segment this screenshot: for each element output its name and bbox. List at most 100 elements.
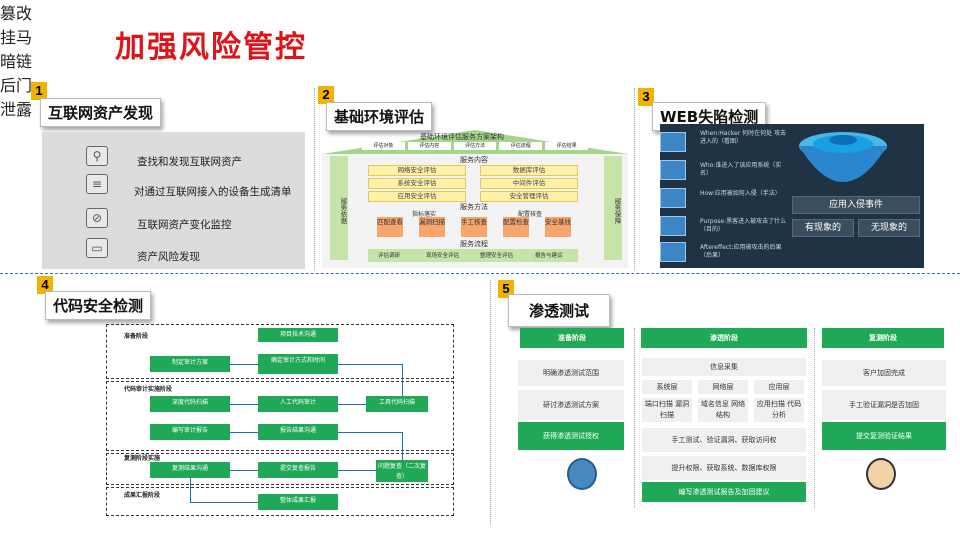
list-text: Who:谁进入了该应用系统（实名） [700, 162, 782, 177]
alert-icon: ▭ [86, 238, 108, 258]
process-step: 现场安全评估 [426, 253, 460, 259]
method-item: 漏洞扫描 [419, 217, 445, 237]
divider [314, 88, 315, 270]
asset-discovery-panel: ⚲ 查找和发现互联网资产 ≡ 对通过互联网接入的设备生成清单 ⊘ 互联网资产变化… [42, 132, 305, 269]
retest-step: 客户加固完成 [822, 360, 946, 386]
tester-avatar-icon [567, 458, 597, 490]
section-title: 基础环境评估 [326, 102, 433, 131]
flow-arrow [338, 470, 376, 471]
pen-item: 域名信息 网络结构 [698, 398, 748, 422]
flow-step: 整体成果汇报 [258, 494, 338, 510]
group-title: 服务内容 [460, 156, 488, 164]
symptom-box: 后门 [0, 76, 33, 95]
stage-frame [106, 324, 454, 379]
method-item: 配置检查 [503, 217, 529, 237]
flow-arrow [190, 502, 258, 503]
process-bar [368, 249, 578, 262]
list-text: Aftereffect:应用被攻击的后果（后果） [700, 244, 782, 259]
pen-step: 提升权限、获取系统、数据库权限 [642, 456, 806, 480]
pen-step: 手工测试、验证漏洞、获取访问权 [642, 428, 806, 452]
method-item: 安全基线 [545, 217, 571, 237]
feature-text: 对通过互联网接入的设备生成清单 [134, 186, 292, 198]
symptom-box: 挂马 [0, 28, 33, 47]
list-marker [660, 216, 686, 236]
retest-step: 手工验证漏洞是否加固 [822, 390, 946, 420]
intrusion-event-box: 应用入侵事件 [792, 196, 920, 214]
roof-tab: 评估方法 [453, 142, 497, 150]
flow-step: 问题复查（二次复查） [376, 460, 428, 482]
roof-tab: 评估内容 [407, 142, 451, 150]
tester-avatar-icon [866, 458, 896, 490]
stage-label: 复测阶段实施 [124, 455, 161, 462]
content-item: 安全管理评估 [480, 191, 578, 202]
method-item: 匹配查看 [377, 217, 403, 237]
list-icon: ≡ [86, 174, 108, 194]
visible-box: 有现象的 [792, 219, 854, 237]
roof-tabs: 评估对象 评估内容 评估方法 评估流程 评估结果 [362, 142, 588, 150]
code-audit-flow: 准备阶段 代码审计实施阶段 复测阶段实施 成果汇报阶段 项目技术沟通 制定审计方… [106, 324, 454, 516]
section-title: 渗透测试 [508, 294, 611, 327]
sub-title: 配置核查 [518, 211, 543, 218]
pen-item: 端口扫描 漏洞扫描 [642, 398, 692, 422]
roof-tab: 评估对象 [362, 142, 405, 150]
list-text: How:应用被如何入侵（手法） [700, 190, 781, 197]
feature-text: 查找和发现互联网资产 [137, 156, 242, 168]
flow-step: 工具代码扫描 [366, 396, 428, 412]
flow-arrow [230, 470, 258, 471]
feature-text: 互联网资产变化监控 [137, 219, 232, 231]
search-icon: ⚲ [86, 146, 108, 166]
stage-frame [106, 453, 454, 485]
flow-step: 提交复查报告 [258, 462, 338, 478]
pen-step: 信息采集 [642, 358, 806, 376]
stage-label: 代码审计实施阶段 [124, 386, 173, 393]
group-title: 服务方法 [460, 203, 488, 211]
flow-arrow [230, 432, 258, 433]
prep-step: 明确渗透测试范围 [518, 360, 624, 386]
list-marker [660, 160, 686, 180]
content-item: 应用安全评估 [368, 191, 466, 202]
stage-label: 成果汇报阶段 [124, 492, 161, 499]
flow-arrow [402, 364, 403, 396]
phase-header: 准备阶段 [520, 328, 624, 348]
flow-arrow [230, 364, 258, 365]
divider [814, 328, 815, 508]
pen-step: 编写渗透测试报告及加固建议 [642, 482, 806, 502]
content-item: 数据库评估 [480, 165, 578, 176]
sub-title: 指标落实 [412, 211, 437, 218]
web-compromise-panel: When:Hacker 何时在何处 攻击进入的（看图） Who:谁进入了该应用系… [660, 124, 924, 268]
symptom-box: 泄露 [0, 100, 33, 119]
section-number: 4 [37, 276, 53, 294]
method-item: 手工核查 [461, 217, 487, 237]
retest-step: 提交复测验证结果 [822, 422, 946, 450]
environment-assessment-panel: 服务依据 服务保障 服务内容 网络安全评估 数据库评估 系统安全评估 中间件评估… [322, 154, 628, 268]
list-marker [660, 242, 686, 262]
section-title: 互联网资产发现 [40, 98, 162, 127]
section-number: 5 [498, 280, 514, 298]
phase-header: 复测阶段 [822, 328, 944, 348]
symptom-box: 篡改 [0, 4, 33, 23]
flow-step: 深度代码扫描 [150, 396, 230, 412]
process-step: 报告与建议 [535, 253, 563, 259]
flow-step: 复测结果沟通 [150, 462, 230, 478]
content-item: 系统安全评估 [368, 178, 466, 189]
section-number: 3 [638, 88, 654, 106]
side-pillar: 服务保障 [604, 156, 622, 260]
stage-frame [106, 381, 454, 451]
flow-step: 项目技术沟通 [258, 328, 338, 342]
section-title: 代码安全检测 [45, 291, 152, 320]
flow-step: 编写审计报告 [150, 424, 230, 440]
flow-step: 人工代码审计 [258, 396, 338, 412]
pen-item: 应用扫描 代码分析 [754, 398, 804, 422]
symptom-box: 暗链 [0, 52, 33, 71]
hidden-box: 无现象的 [858, 219, 920, 237]
flow-step: 确定审计方式和时间 [258, 354, 338, 374]
prep-step: 获得渗透测试授权 [518, 422, 624, 450]
prep-step: 研讨渗透测试方案 [518, 390, 624, 420]
process-step: 整理安全评估 [480, 253, 514, 259]
content-item: 中间件评估 [480, 178, 578, 189]
group-title: 服务流程 [460, 240, 488, 248]
pen-layer: 应用层 [754, 380, 804, 394]
stage-frame [106, 487, 454, 516]
flow-arrow [338, 404, 366, 405]
roof-tab: 评估结果 [545, 142, 588, 150]
